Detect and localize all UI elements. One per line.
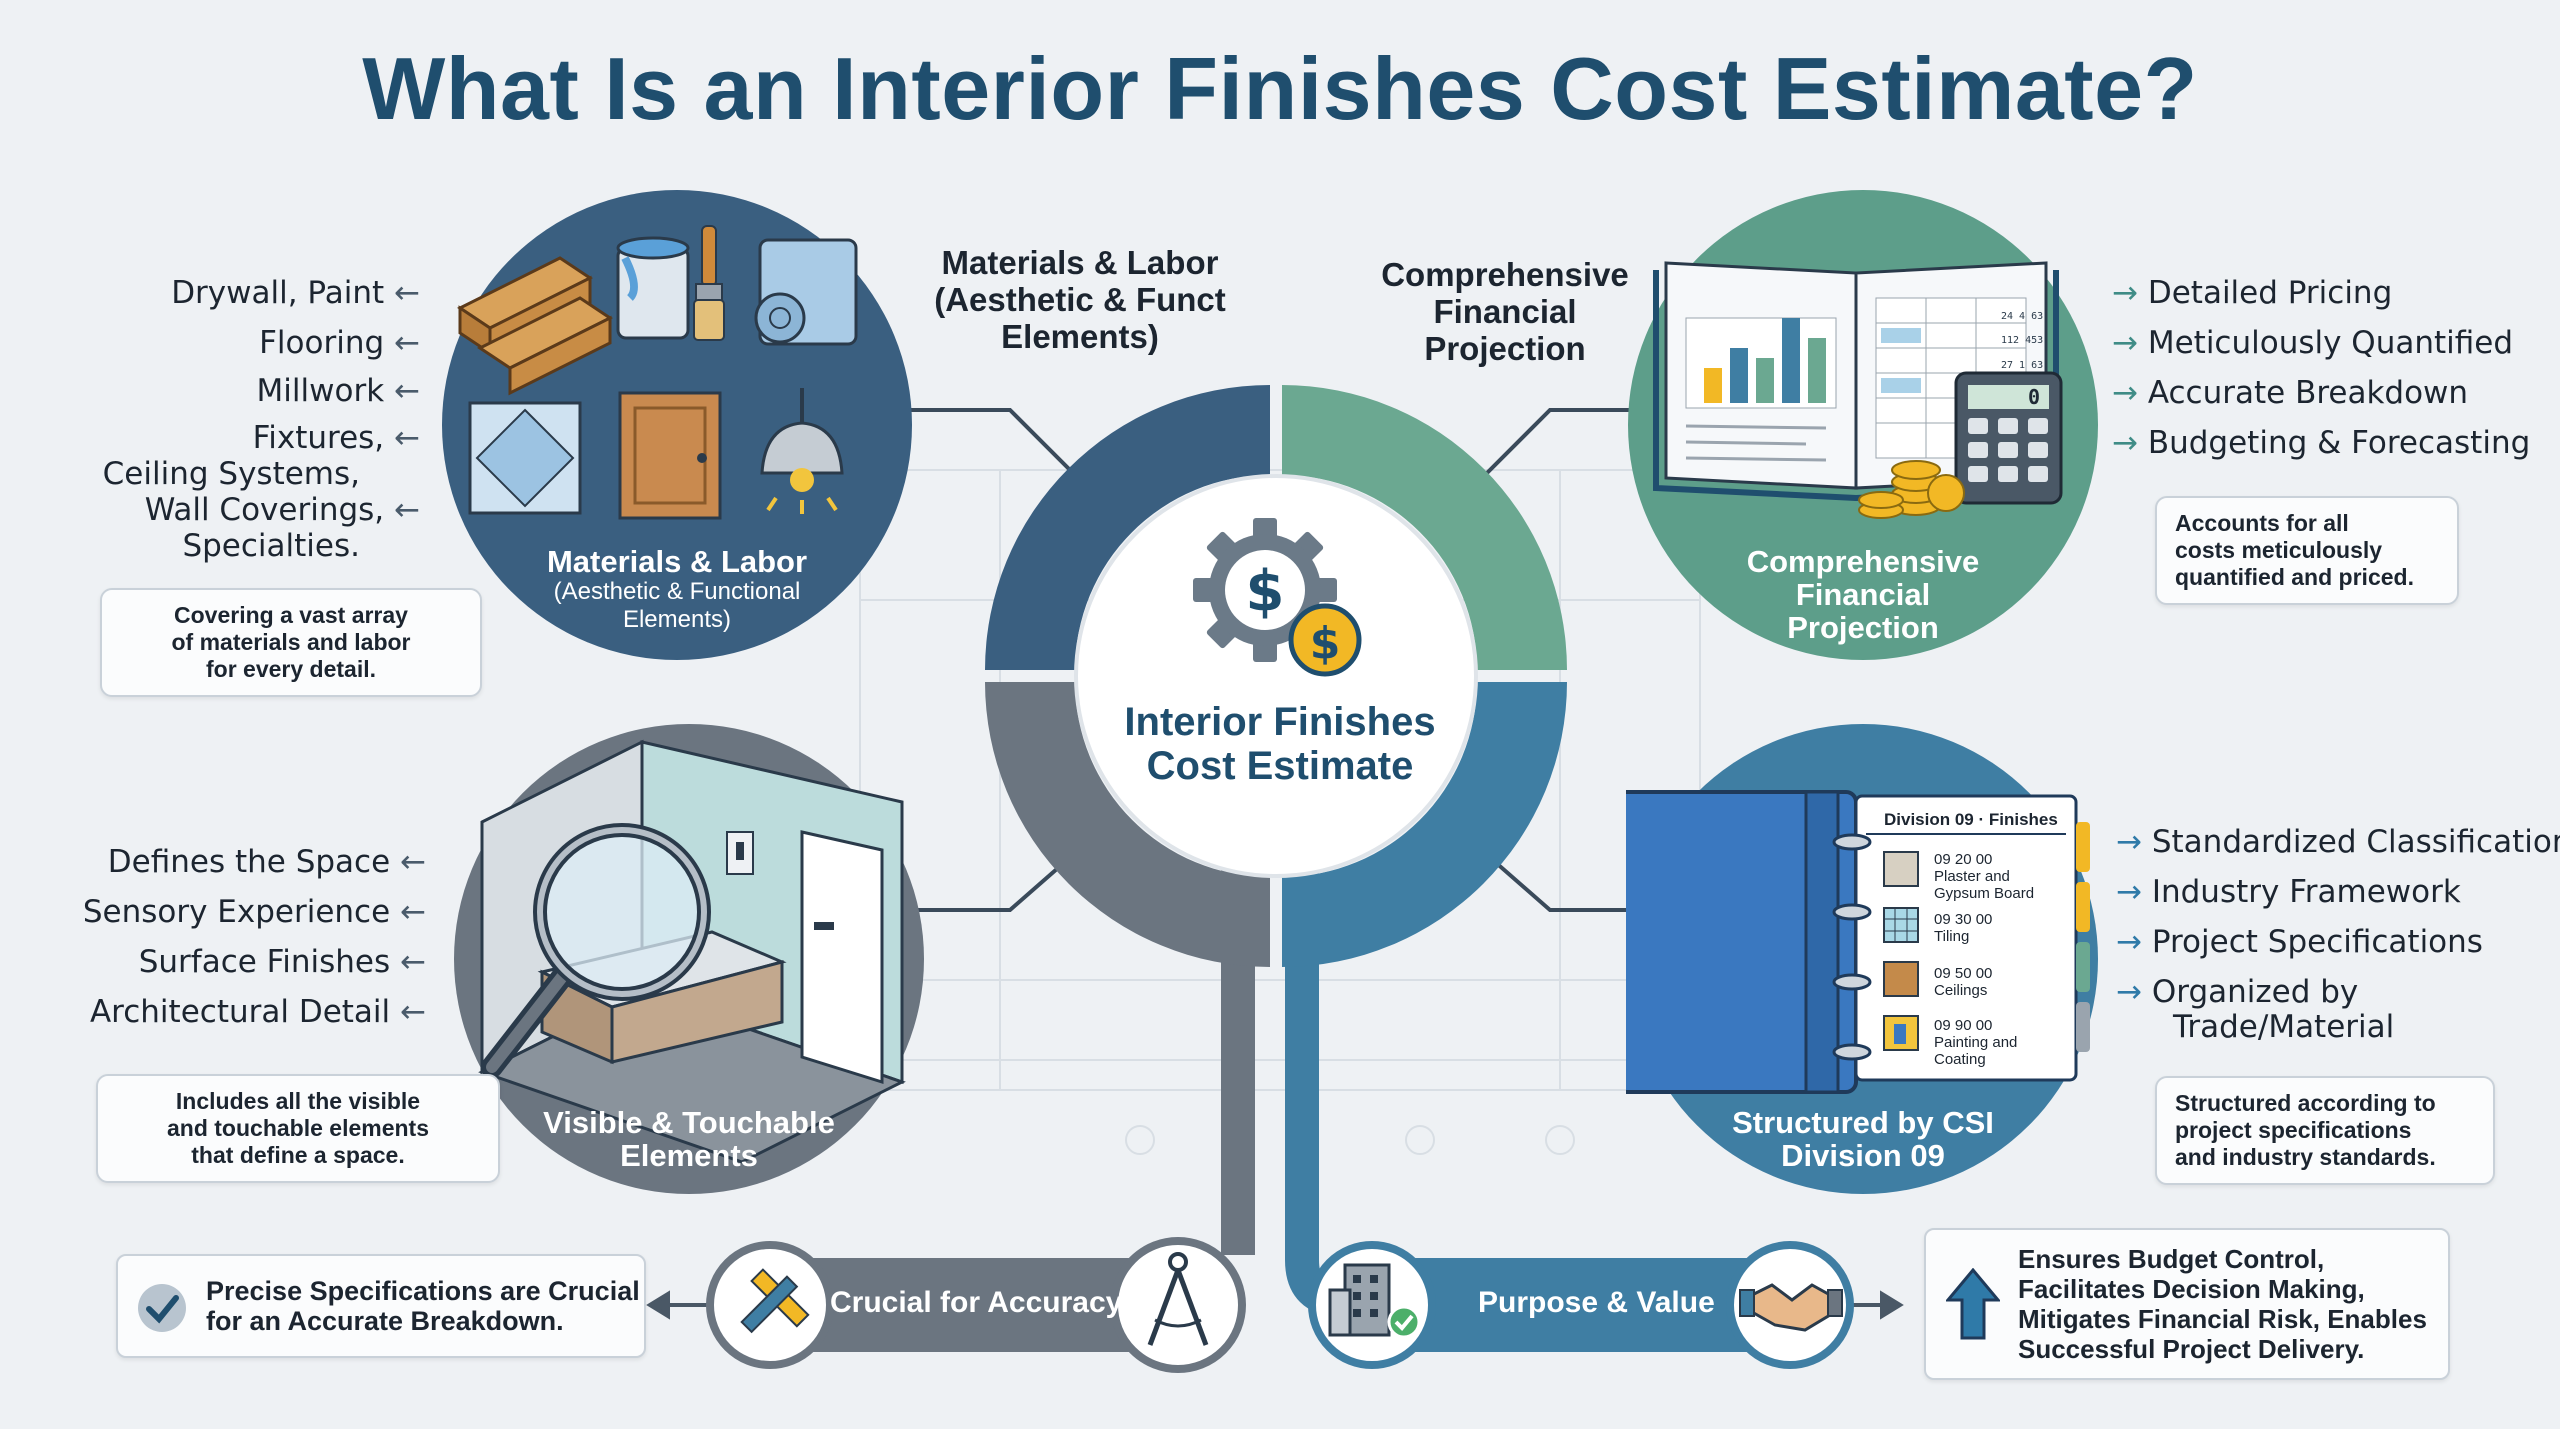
binder-name: Painting and bbox=[1934, 1034, 2017, 1051]
csi-caption: Structured by CSI Division 09 bbox=[1732, 1105, 1994, 1173]
binder-code: 09 50 00 bbox=[1934, 965, 1992, 982]
materials-heading: Materials & Labor (Aesthetic & Funct Ele… bbox=[934, 244, 1226, 355]
list-item: Project Specifications bbox=[2116, 924, 2483, 960]
list-item: Surface Finishes bbox=[139, 944, 426, 980]
list-item: Standardized Classification bbox=[2116, 824, 2560, 860]
financial-note: Accounts for all costs meticulously quan… bbox=[2155, 496, 2459, 605]
compass-icon bbox=[1110, 1237, 1246, 1373]
financial-caption: Comprehensive Financial Projection bbox=[1746, 544, 1980, 645]
binder-name: Coating bbox=[1934, 1051, 1986, 1068]
building-check-icon bbox=[1308, 1241, 1436, 1369]
binder-name: Plaster and bbox=[1934, 868, 2010, 885]
list-item: Ceiling Systems, bbox=[102, 456, 360, 492]
csi-note: Structured according to project specific… bbox=[2155, 1076, 2495, 1185]
list-item: Architectural Detail bbox=[90, 994, 426, 1030]
binder-code: 09 20 00 bbox=[1934, 851, 1992, 868]
csi-circle: Division 09 · Finishes 09 20 00 Plaster … bbox=[1626, 724, 2098, 1194]
list-item: Budgeting & Forecasting bbox=[2112, 425, 2530, 461]
list-item: Specialties. bbox=[182, 528, 360, 564]
svg-text:$: $ bbox=[1310, 618, 1341, 669]
materials-circle bbox=[442, 190, 912, 660]
binder-title: Division 09 · Finishes bbox=[1884, 810, 2058, 829]
binder-name: Gypsum Board bbox=[1934, 885, 2034, 902]
list-item: Millwork bbox=[257, 373, 420, 409]
wallpaper-roll-icon bbox=[754, 238, 858, 346]
pendant-lamp-icon bbox=[760, 388, 844, 514]
list-item: Industry Framework bbox=[2116, 874, 2461, 910]
paintbrush-icon bbox=[693, 225, 725, 341]
calculator-icon bbox=[1954, 371, 2063, 505]
ruler-pencil-icon bbox=[706, 1241, 834, 1369]
svg-text:$: $ bbox=[1246, 559, 1285, 624]
center-title: Interior Finishes Cost Estimate bbox=[1124, 700, 1436, 788]
checkmark-icon bbox=[138, 1284, 186, 1332]
purpose-value-label: Purpose & Value bbox=[1478, 1286, 1715, 1319]
handshake-icon bbox=[1726, 1241, 1854, 1369]
list-item: Accurate Breakdown bbox=[2112, 375, 2468, 411]
list-item: Sensory Experience bbox=[83, 894, 426, 930]
up-arrow-icon bbox=[1946, 1268, 2000, 1340]
visible-note: Includes all the visible and touchable e… bbox=[96, 1074, 500, 1183]
paint-can-icon bbox=[616, 236, 690, 340]
list-item: Trade/Material bbox=[2173, 1009, 2395, 1045]
binder-code: 09 30 00 bbox=[1934, 911, 1992, 928]
materials-note: Covering a vast array of materials and l… bbox=[100, 588, 482, 697]
binder-name: Ceilings bbox=[1934, 982, 1987, 999]
magnifying-glass-icon bbox=[481, 823, 711, 1078]
coin-stack-icon bbox=[1858, 460, 1965, 519]
doc-number: 27 1 63 bbox=[2001, 360, 2043, 371]
tile-icon bbox=[468, 401, 582, 515]
doc-number: 24 4 63 bbox=[2001, 311, 2043, 322]
doc-number: 112 453 bbox=[2001, 335, 2043, 346]
financial-heading: Comprehensive Financial Projection bbox=[1381, 256, 1629, 367]
financial-circle: 24 4 63 112 453 27 1 63 0 bbox=[1628, 190, 2098, 660]
purpose-note: Ensures Budget Control, Facilitates Deci… bbox=[1924, 1228, 2450, 1380]
binder-code: 09 90 00 bbox=[1934, 1017, 1992, 1034]
list-item: Fixtures, bbox=[253, 420, 420, 456]
crucial-accuracy-label: Crucial for Accuracy bbox=[830, 1286, 1123, 1319]
page-title: What Is an Interior Finishes Cost Estima… bbox=[362, 39, 2198, 138]
list-item: Defines the Space bbox=[108, 844, 426, 880]
list-item: Organized by bbox=[2116, 974, 2358, 1010]
list-item: Wall Coverings, bbox=[145, 492, 420, 528]
binder-name: Tiling bbox=[1934, 928, 1969, 945]
visible-caption: Visible & Touchable Elements bbox=[543, 1105, 835, 1173]
door-icon bbox=[618, 391, 722, 520]
visible-elements-circle bbox=[454, 724, 924, 1194]
calculator-display: 0 bbox=[2028, 385, 2040, 409]
wood-planks-icon bbox=[457, 256, 613, 396]
materials-caption: Materials & Labor (Aesthetic & Functiona… bbox=[546, 544, 808, 633]
list-item: Detailed Pricing bbox=[2112, 275, 2392, 311]
list-item: Meticulously Quantified bbox=[2112, 325, 2513, 361]
list-item: Flooring bbox=[259, 325, 420, 361]
list-item: Drywall, Paint bbox=[171, 275, 420, 311]
gear-dollar-icon: $ $ bbox=[1193, 518, 1362, 677]
accuracy-note: Precise Specifications are Crucial for a… bbox=[116, 1254, 646, 1358]
binder-icon bbox=[1626, 790, 2090, 1094]
